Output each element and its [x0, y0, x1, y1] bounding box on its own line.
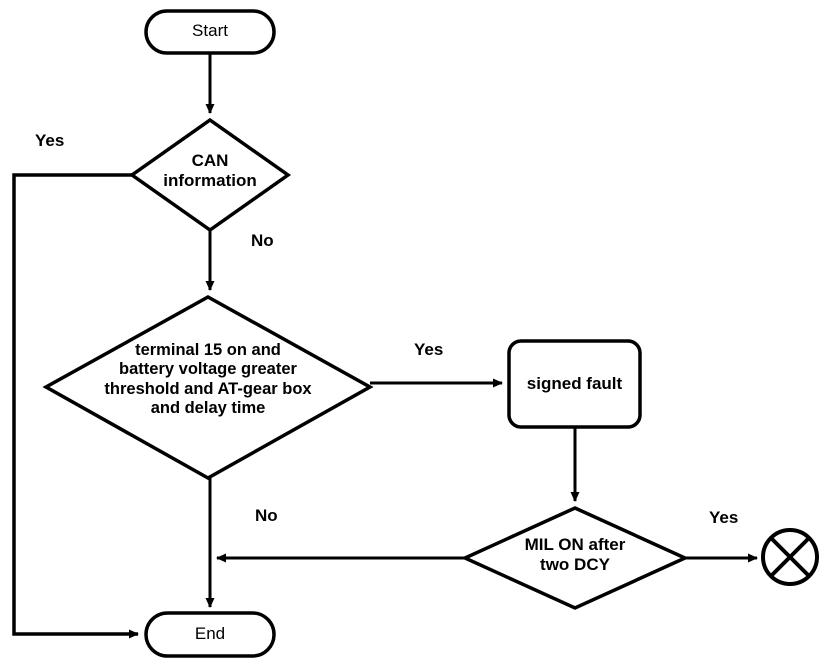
edge-label-can-no: No: [251, 231, 274, 250]
edge-label-mil-yes: Yes: [709, 508, 739, 527]
can-decision-shape: [128, 117, 292, 233]
edge-can-yes-to-end: [12, 173, 139, 639]
signed-fault-shape: [507, 339, 642, 429]
end-terminator-shape: [144, 611, 276, 658]
mil-lamp-icon-stroke-b: [769, 536, 811, 578]
edge-label-condition-yes: Yes: [414, 340, 444, 359]
edge-label-can-yes: Yes: [35, 131, 65, 150]
mil-decision-shape: [460, 506, 690, 610]
condition-decision-shape: [42, 294, 374, 481]
start-terminator-shape: [144, 9, 276, 55]
edge-label-condition-no: No: [255, 506, 278, 525]
